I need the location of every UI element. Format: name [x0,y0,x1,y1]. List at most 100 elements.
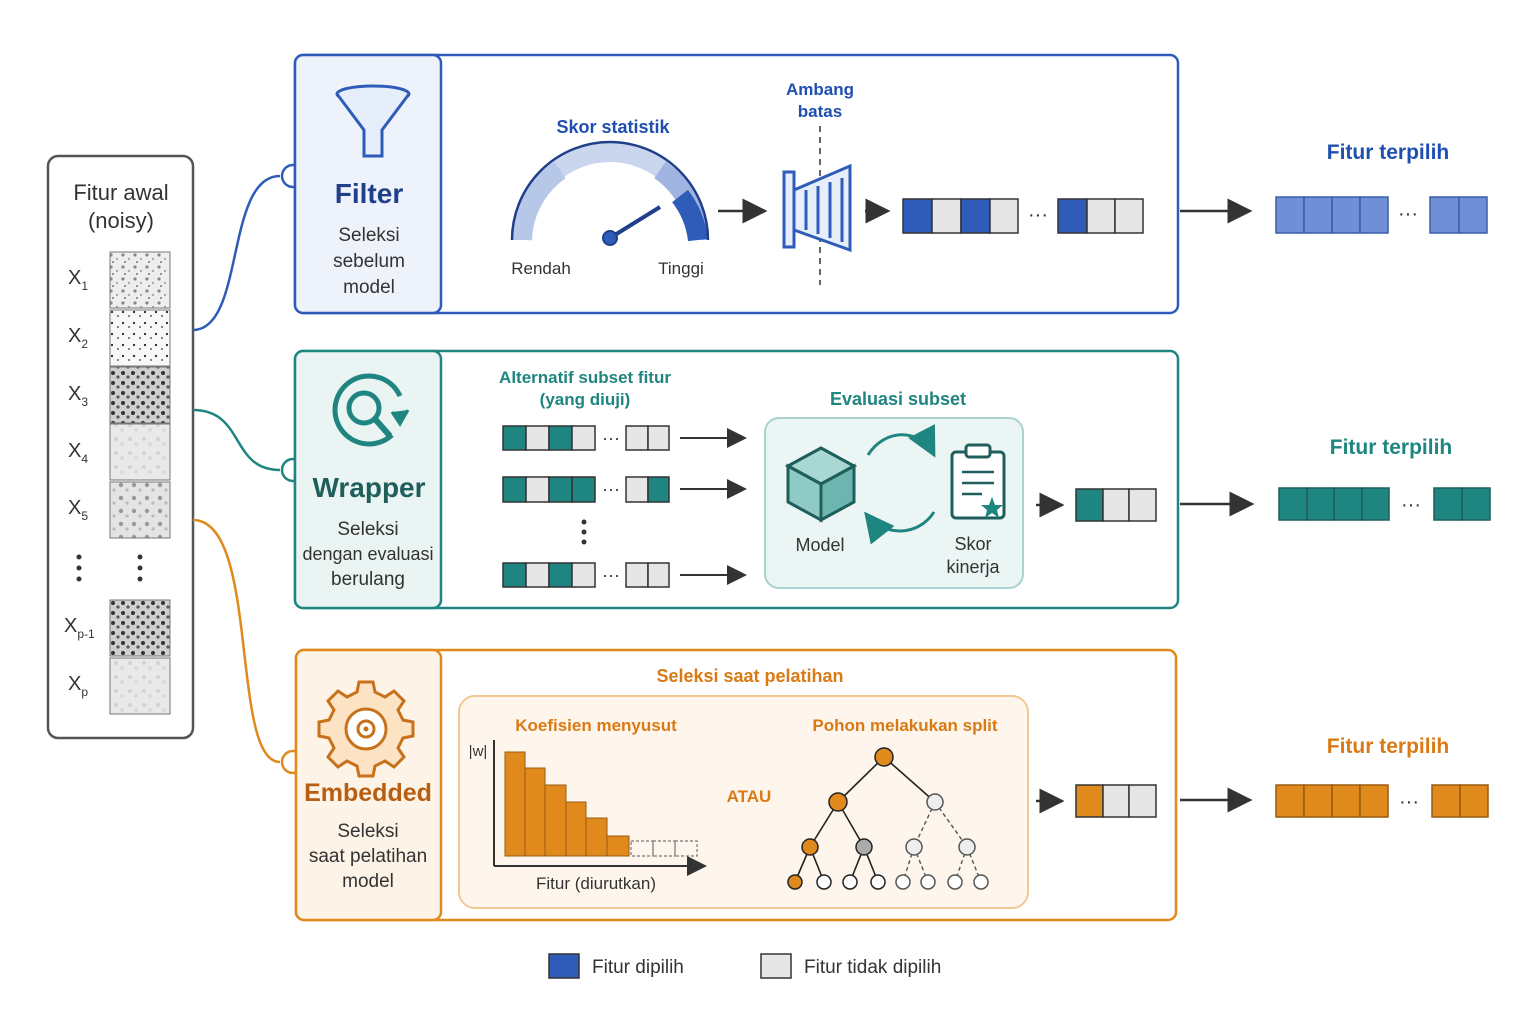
feature-noise-image [109,309,171,367]
gauge-low-label: Rendah [511,259,571,278]
selected-feature-vector [1275,784,1489,818]
subset-title-line1: Alternatif subset fitur [499,368,671,387]
tree-leaf [816,874,832,890]
cell-unselected [625,562,649,588]
feature-row: X3 [68,366,171,424]
vertical-ellipsis [76,554,143,582]
cell-selected [1278,487,1308,521]
cell-selected [902,198,933,234]
feature-label: X [68,497,81,519]
input-panel: Fitur awal (noisy) X1 X2 X3 X4 X5 [46,154,195,740]
cell-selected [1361,487,1390,521]
feature-row: X5 [68,481,171,539]
tree-leaf [895,874,911,890]
filter-section: Filter Seleksi sebelum model Skor statis… [293,53,1488,315]
cell-selected [502,425,527,451]
filter-title: Filter [335,178,404,209]
vertical-ellipsis [581,519,587,545]
tree-node-split [828,792,848,812]
svg-text:X5: X5 [68,497,88,523]
input-title-line2: (noisy) [88,208,154,233]
feature-vector [902,198,1019,234]
feature-label: X [68,325,81,347]
input-title-line1: Fitur awal [73,180,168,205]
coef-bar [524,767,546,857]
svg-text:X4: X4 [68,440,88,466]
cell-selected [1331,196,1361,234]
cell-selected [1431,784,1461,818]
model-label: Model [795,535,844,555]
wrapper-section: Wrapper Seleksi dengan evaluasi berulang… [293,349,1491,610]
cell-unselected [1114,198,1144,234]
feature-noise-image [109,366,171,424]
tree-leaf [870,874,886,890]
cell-selected [1303,196,1333,234]
cell-selected [548,562,573,588]
score-label-line2: kinerja [946,557,1000,577]
cell-unselected [625,476,649,503]
ellipsis: ··· [1028,204,1048,226]
cell-unselected [525,476,550,503]
filter-desc-line1: Seleksi [338,225,399,246]
cell-unselected [931,198,962,234]
cell-selected [548,425,573,451]
feature-noise-image [109,481,171,539]
coef-bar [565,801,587,857]
subset-row [502,476,670,503]
ellipsis: ··· [602,565,620,585]
gauge-icon [510,140,710,246]
coef-title: Koefisien menyusut [515,716,677,735]
svg-text:Xp-1: Xp-1 [64,615,95,641]
filter-desc-line2: sebelum [333,251,405,272]
feature-subscript: p [81,685,88,699]
svg-text:X3: X3 [68,383,88,409]
tree-node-unused [905,838,923,856]
cell-selected [1057,198,1088,234]
feature-vector [1057,198,1144,234]
embedded-desc-line2: saat pelatihan [309,846,427,867]
embedded-section: Embedded Seleksi saat pelatihan model Se… [294,648,1489,922]
tree-node-unused [958,838,976,856]
connector-filter [192,174,281,332]
search-refresh-icon [332,373,410,447]
filter-desc-line3: model [343,277,395,298]
gear-icon [317,680,415,778]
tree-title: Pohon melakukan split [812,716,997,735]
feature-subscript: p-1 [77,627,95,641]
eval-title: Evaluasi subset [830,389,966,409]
cell-unselected [989,198,1019,234]
embedded-panel-title: Seleksi saat pelatihan [656,666,843,686]
cell-selected [1433,487,1463,521]
embedded-desc-line1: Seleksi [337,821,398,842]
coef-ylabel: |w| [469,743,488,760]
coef-bar-zero [630,840,654,857]
feature-row: X2 [68,309,171,367]
cell-selected [502,476,527,503]
tree-leaf [947,874,963,890]
cell-unselected [625,425,649,451]
embedded-desc-line3: model [342,871,394,892]
cell-selected [1461,487,1491,521]
legend-unselected-label: Fitur tidak dipilih [804,957,941,978]
feature-vector [1075,784,1157,818]
selected-feature-vector [1275,196,1488,234]
coef-bar-zero [674,840,698,857]
cell-selected [1275,196,1305,234]
gauge-needle [608,205,662,240]
cell-selected [1075,784,1104,818]
feature-label: X [64,615,77,637]
connector-wrapper [192,408,281,472]
coef-bar [504,751,526,857]
coef-zero-bars [630,840,698,857]
cell-selected [1459,784,1489,818]
svg-text:Xp: Xp [68,673,88,699]
wrapper-desc-line1: Seleksi [337,519,398,540]
cell-selected [548,476,573,503]
feature-row: X1 [68,251,171,309]
cell-selected [1333,487,1363,521]
cell-unselected [571,562,596,588]
cell-unselected [647,562,670,588]
feature-subscript: 3 [81,395,88,409]
